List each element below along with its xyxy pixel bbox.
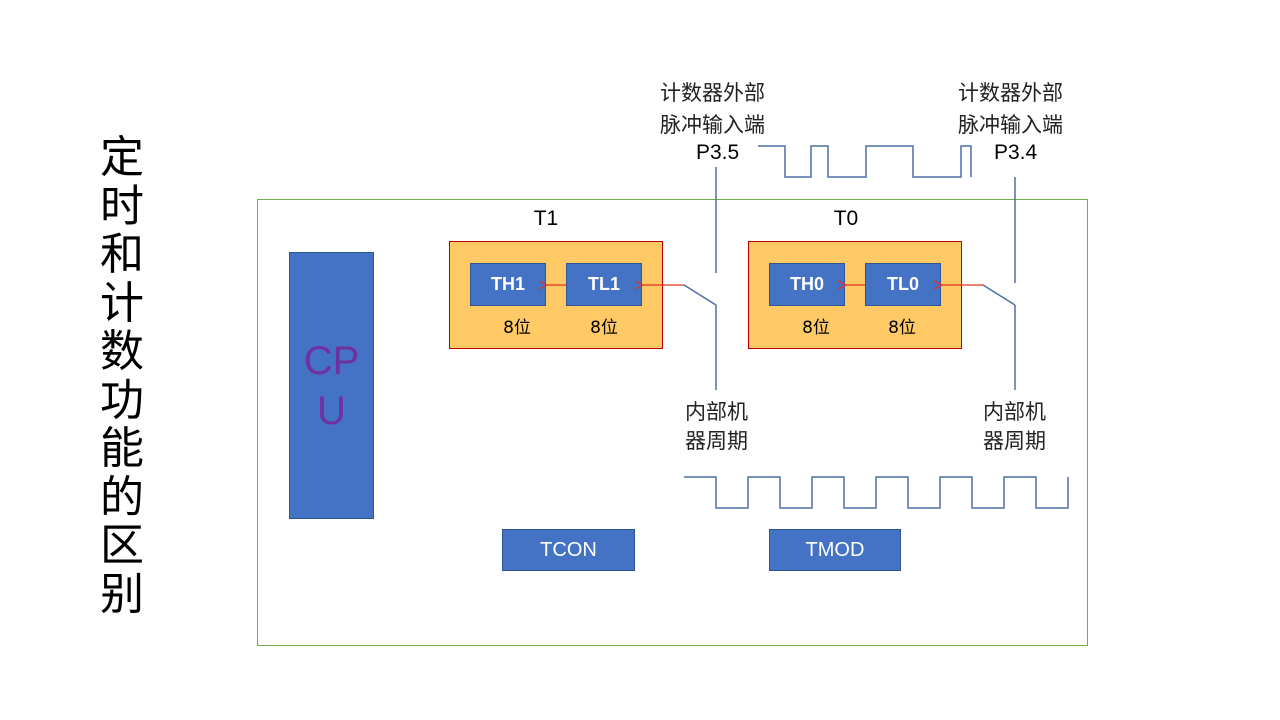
register-tcon: TCON	[502, 529, 635, 571]
th0-bits: 8位	[802, 318, 830, 338]
ext-input-p35-line1: 计数器外部	[660, 81, 765, 105]
ext-input-p34-line2: 脉冲输入端	[958, 113, 1063, 137]
int-input-t0-line1: 内部机	[983, 400, 1046, 424]
timer-t0-label: T0	[833, 207, 859, 230]
ext-input-p34-line1: 计数器外部	[958, 81, 1063, 105]
th1-bits: 8位	[503, 318, 531, 338]
tl0-bits: 8位	[888, 318, 916, 338]
tl1-bits: 8位	[590, 318, 618, 338]
register-th1: TH1	[470, 263, 546, 306]
pin-p34: P3.4	[994, 141, 1038, 164]
register-tmod: TMOD	[769, 529, 901, 571]
cpu-block: CPU	[289, 252, 374, 519]
system-frame	[257, 199, 1088, 646]
register-th0: TH0	[769, 263, 845, 306]
register-tl1: TL1	[566, 263, 642, 306]
timer-t1-label: T1	[533, 207, 559, 230]
int-input-t1-line2: 器周期	[685, 429, 748, 453]
cpu-label: CPU	[303, 338, 360, 433]
int-input-t1-line1: 内部机	[685, 400, 748, 424]
external-pulse-waveform	[758, 145, 972, 178]
int-input-t0-line2: 器周期	[983, 429, 1046, 453]
ext-input-p35-line2: 脉冲输入端	[660, 113, 765, 137]
slide-title: 定时和计数功能的区别	[100, 132, 144, 620]
pin-p35: P3.5	[696, 141, 740, 164]
register-tl0: TL0	[865, 263, 941, 306]
